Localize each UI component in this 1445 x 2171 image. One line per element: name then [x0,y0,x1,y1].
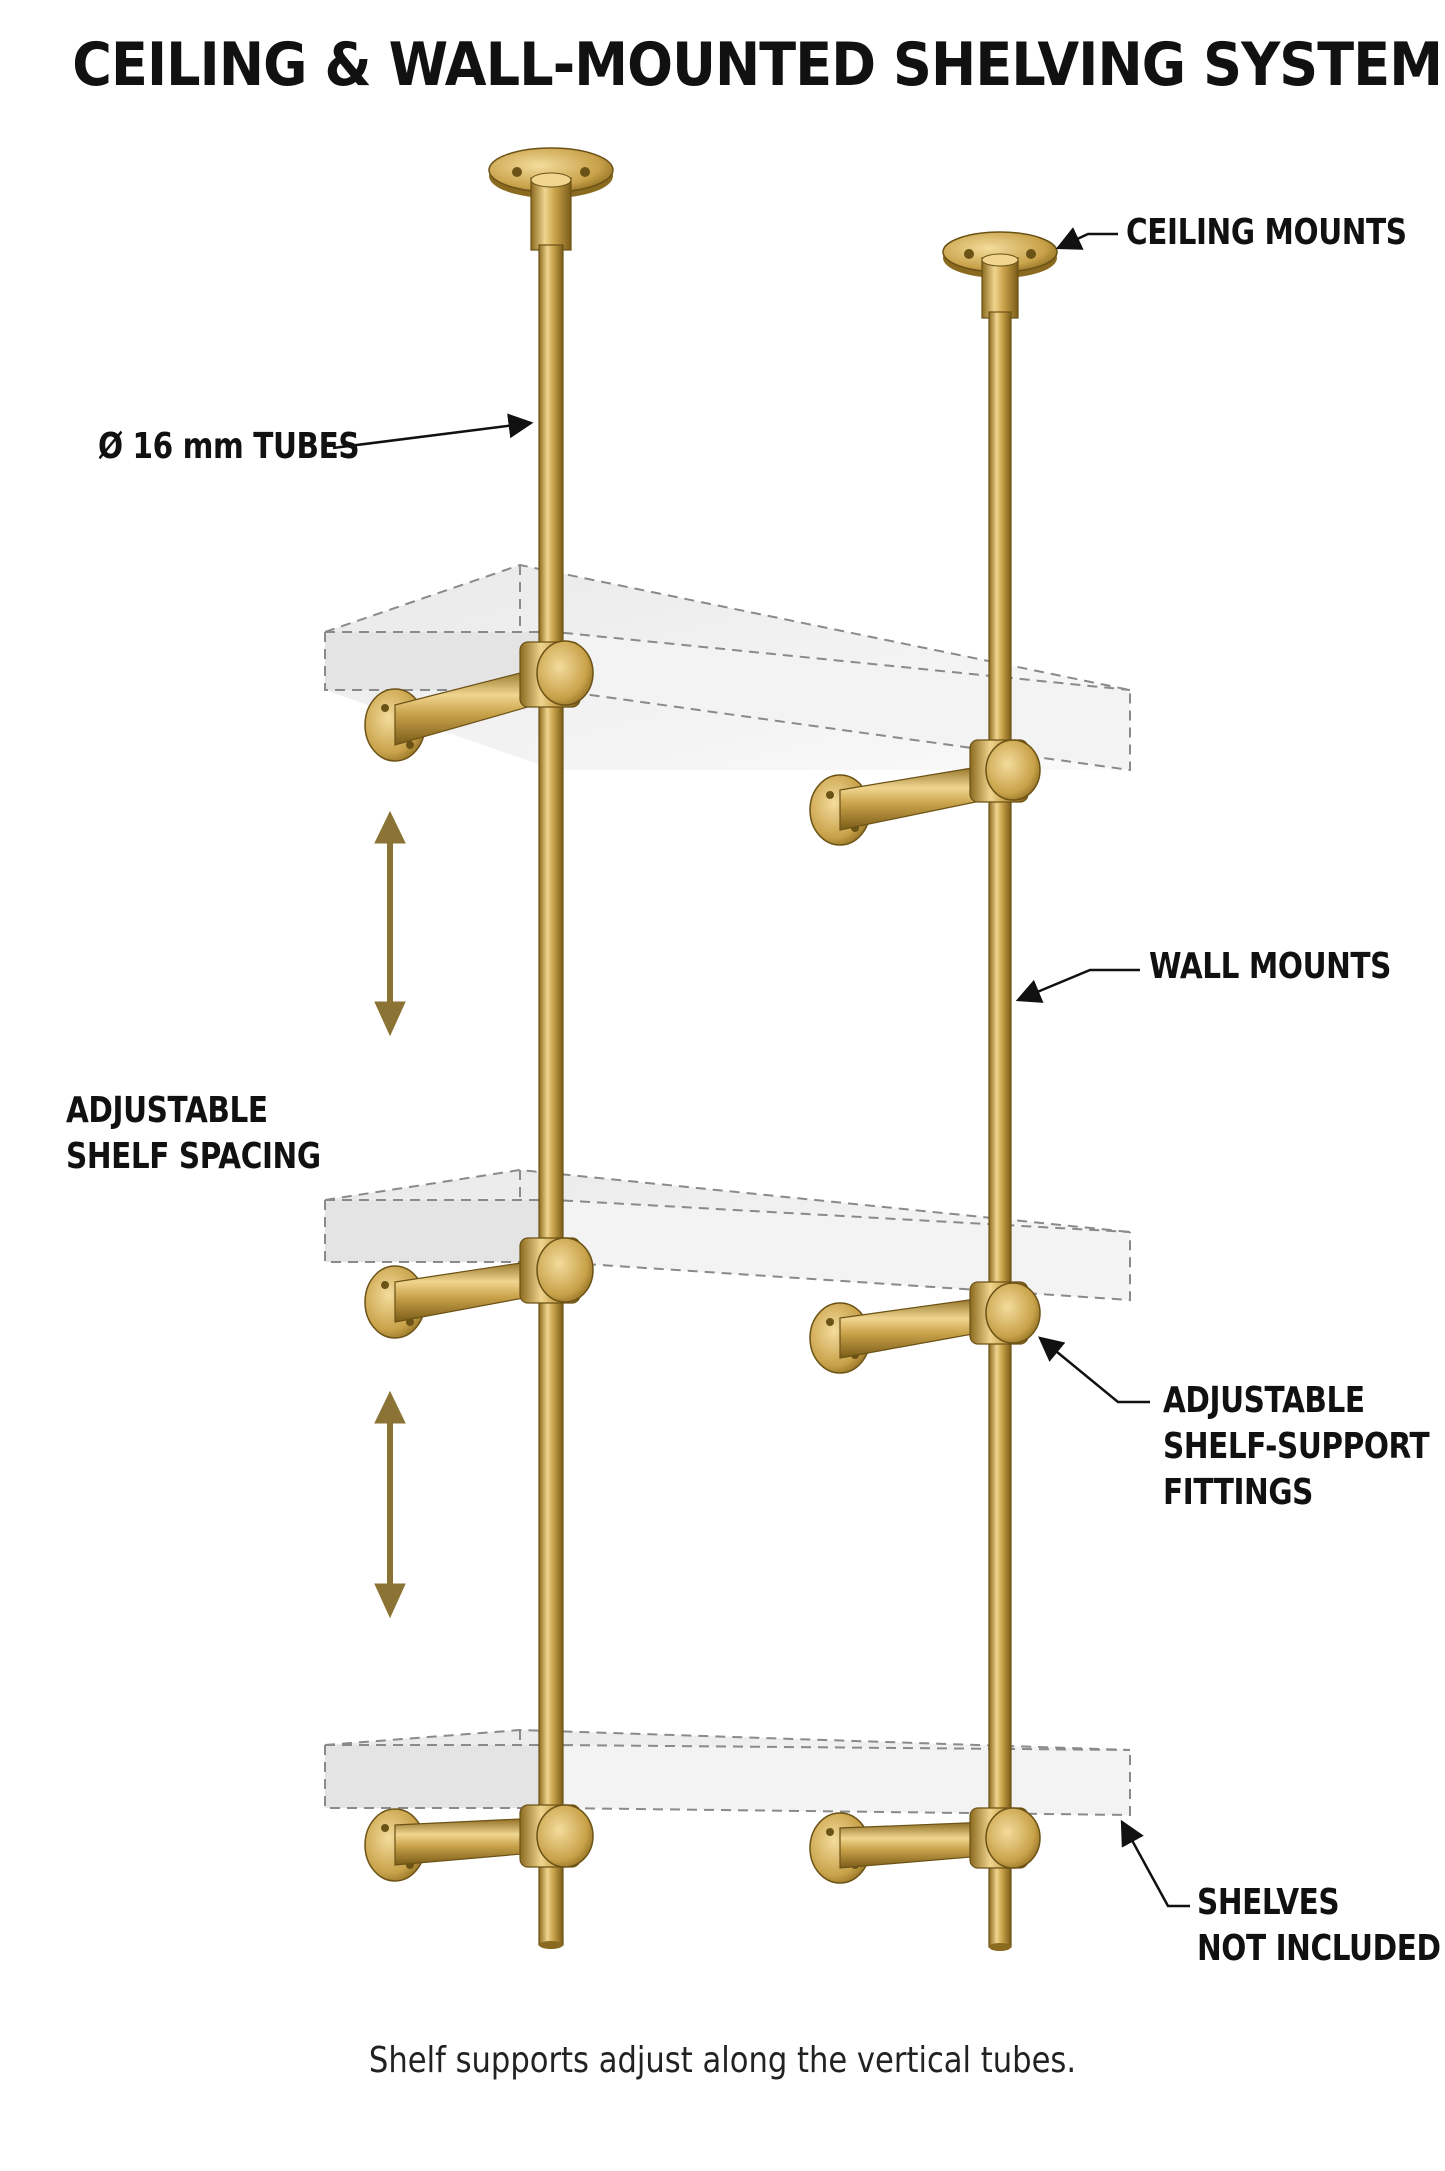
shelf-top [324,563,1131,772]
right-vertical-tube [988,311,1012,1948]
right-wall-mount-bottom [809,1807,1041,1884]
label-adjustable-spacing-line-2: SHELF SPACING [66,1136,321,1177]
right-ceiling-mount [942,231,1058,319]
label-wall-mounts: WALL MOUNTS [1149,946,1392,987]
label-shelves: SHELVES NOT INCLUDED [1197,1880,1441,1972]
label-shelves-line-2: NOT INCLUDED [1197,1928,1441,1969]
left-wall-mount-bottom [364,1804,594,1882]
double-arrow-icon [374,1390,406,1619]
leader-arrow-icon [332,227,1190,1908]
label-tubes: Ø 16 mm TUBES [98,426,360,467]
page-title: CEILING & WALL-MOUNTED SHELVING SYSTEM [72,30,1443,100]
caption: Shelf supports adjust along the vertical… [368,2040,1077,2081]
left-wall-mount-top [364,640,594,762]
label-fittings-line-1: ADJUSTABLE [1163,1380,1365,1421]
label-adjustable-spacing: ADJUSTABLE SHELF SPACING [66,1088,321,1180]
label-adjustable-spacing-line-1: ADJUSTABLE [66,1090,268,1131]
double-arrow-icon [374,810,406,1037]
left-vertical-tube [538,244,564,1946]
label-ceiling-mounts: CEILING MOUNTS [1126,212,1407,253]
label-fittings: ADJUSTABLE SHELF-SUPPORT FITTINGS [1163,1378,1430,1516]
label-fittings-line-3: FITTINGS [1163,1472,1314,1513]
left-wall-mount-middle [364,1237,594,1339]
right-wall-mount-top [809,739,1041,846]
label-shelves-line-1: SHELVES [1197,1882,1340,1923]
left-ceiling-mount [488,147,614,251]
label-fittings-line-2: SHELF-SUPPORT [1163,1426,1430,1467]
shelf-middle [324,1168,1131,1302]
right-wall-mount-middle [809,1281,1041,1374]
